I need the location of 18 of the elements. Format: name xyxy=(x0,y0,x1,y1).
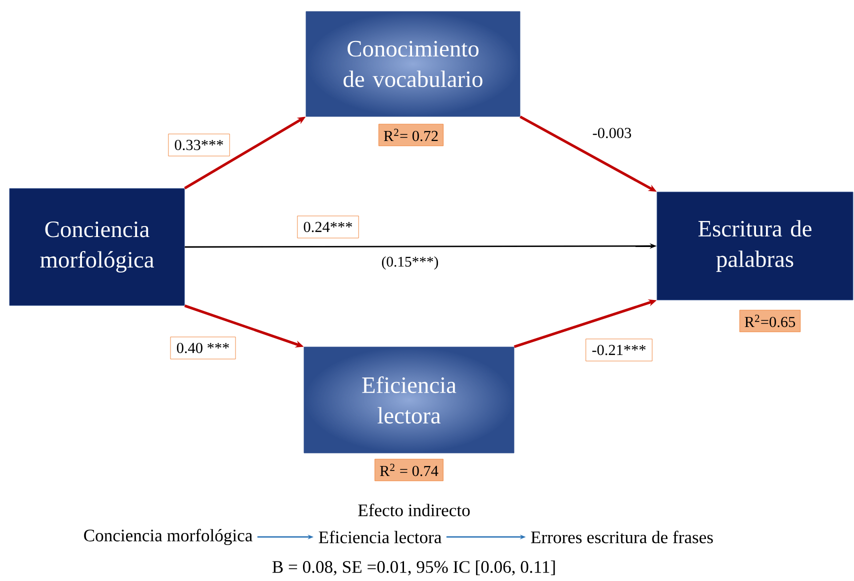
note-text: (0.15***) xyxy=(382,256,438,270)
edge-label: 0.40 *** xyxy=(170,336,236,360)
r-squared-box: R$^{2}$=0.65 xyxy=(739,310,801,332)
variable-box: Escritura de palabras xyxy=(656,192,854,300)
r-squared-box: R$^{2}$ = 0.74 xyxy=(374,458,444,482)
node-text: Conciencia morfológica xyxy=(84,528,252,546)
edge-label: -0.21*** xyxy=(586,338,652,362)
variable-box: Conciencia morfológica xyxy=(9,188,185,306)
node-text: Eficiencia lectora xyxy=(318,530,442,544)
note-text: B = 0.08, SE =0.01, 95% IC [0.06, 0.11] xyxy=(272,560,555,576)
node-text: Errores escritura de frases xyxy=(531,530,713,544)
variable-box: Eficiencia lectora xyxy=(304,346,514,454)
edge-label: -0.003 xyxy=(590,125,634,140)
r-squared-box: R$^{2}$= 0.72 xyxy=(378,124,444,146)
edge-label: 0.33*** xyxy=(168,134,230,156)
edge-label: 0.24*** xyxy=(297,216,359,238)
note-text: Efecto indirecto xyxy=(358,504,470,516)
variable-box: Conocimiento de vocabulario xyxy=(306,11,520,117)
